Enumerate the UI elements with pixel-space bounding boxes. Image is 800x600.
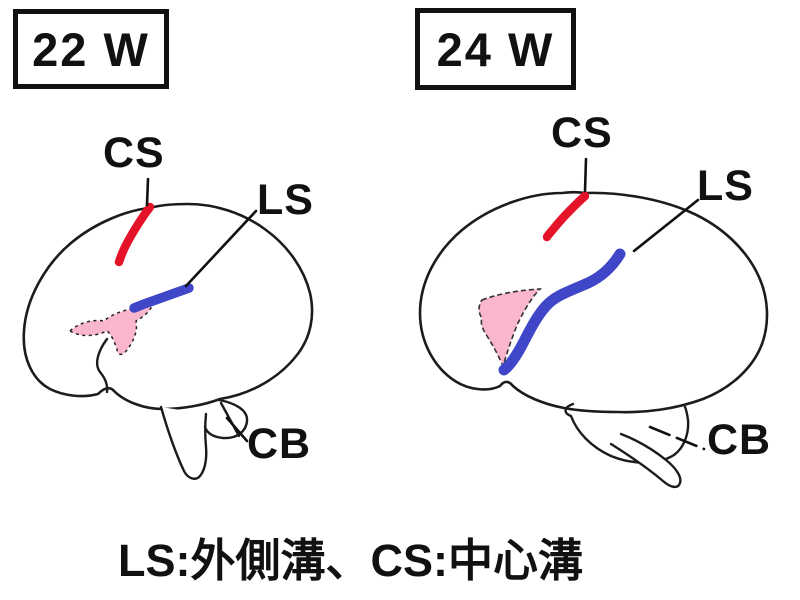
temporal-line-22w [96, 337, 109, 394]
lateral-sulcus-22w [129, 283, 194, 313]
brain-outline-22w [22, 202, 314, 411]
central-sulcus-22w [114, 202, 155, 267]
stage-label-24w: 24 W [436, 22, 555, 76]
ls-pointer-24w [632, 198, 700, 253]
lateral-sulcus-24w [498, 248, 626, 376]
ls-pointer-22w [184, 209, 258, 288]
brain-24w-group [418, 157, 769, 489]
cb-pointer-22w [225, 416, 249, 443]
stage-label-22w: 22 W [32, 22, 150, 76]
brain-outline-24w [418, 190, 769, 414]
sylvian-fossa-22w [68, 303, 153, 356]
brainstem-22w [159, 405, 208, 480]
central-sulcus-24w [542, 191, 590, 242]
legend-caption: LS:外側溝、CS:中心溝 [118, 535, 583, 586]
ls-label-22w: LS [257, 176, 314, 224]
stage-box-22w: 22 W [13, 9, 169, 89]
cs-label-22w: CS [103, 129, 165, 177]
stage-box-24w: 24 W [415, 8, 576, 90]
ls-label-24w: LS [697, 162, 754, 210]
cb-label-22w: CB [247, 420, 312, 468]
brain-22w-group [22, 177, 314, 480]
cb-pointer-24w [648, 425, 706, 451]
cs-pointer-22w [145, 177, 150, 207]
cs-pointer-24w [583, 157, 588, 193]
brainstem-24w [609, 432, 682, 489]
cb-label-24w: CB [707, 416, 772, 464]
cs-label-24w: CS [551, 109, 613, 157]
